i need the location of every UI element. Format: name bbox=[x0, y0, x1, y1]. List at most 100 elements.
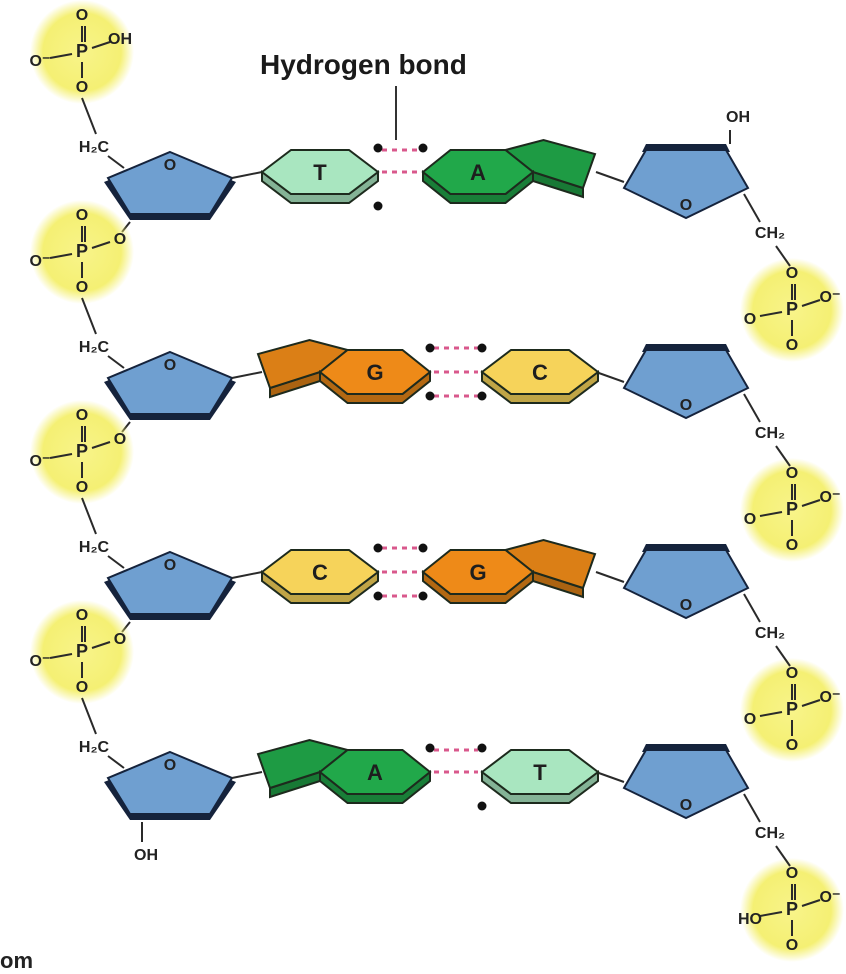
base-pair-3-atom-dot-1 bbox=[425, 743, 435, 753]
base-pair-0-right-base-A bbox=[421, 138, 597, 204]
base-pair-2-atom-dot-3 bbox=[373, 591, 383, 601]
left-deoxyribose-1-ring bbox=[106, 350, 234, 415]
phosphate-group-right-2-right-oxygen: O⁻ bbox=[820, 689, 841, 706]
right-3prime-hydroxyl: OH bbox=[726, 109, 750, 126]
left-deoxyribose-1 bbox=[104, 350, 236, 420]
left-phosphodiester-link-1 bbox=[81, 297, 97, 335]
phosphate-group-left-1-double-bond-oxygen: O bbox=[76, 207, 88, 224]
phosphate-group-left-2 bbox=[30, 400, 134, 504]
left-h2c-label-2: H₂C bbox=[79, 539, 110, 556]
phosphate-group-right-3-left-bond bbox=[759, 911, 783, 917]
phosphate-group-right-1-left-bond bbox=[759, 511, 783, 517]
phosphate-group-right-3-left-oxygen: HO bbox=[738, 911, 762, 928]
base-pair-2-atom-dot-4 bbox=[418, 591, 428, 601]
right-phosphodiester-link-0 bbox=[775, 245, 791, 267]
base-pair-2-atom-dot-1 bbox=[373, 543, 383, 553]
base-pair-0-left-base-T-face bbox=[260, 149, 380, 195]
phosphate-group-left-3-left-oxygen: O⁻ bbox=[30, 653, 51, 670]
phosphate-group-left-1-phosphorus: P bbox=[76, 241, 88, 261]
left-sugar-ring-oxygen-0: O bbox=[164, 157, 176, 174]
base-pair-0-atom-dot-3 bbox=[373, 201, 383, 211]
left-deoxyribose-0-ring bbox=[106, 150, 234, 215]
right-ch2-label-1: CH₂ bbox=[755, 425, 785, 442]
phosphate-group-right-2-phosphorus: P bbox=[786, 699, 798, 719]
right-deoxyribose-0 bbox=[622, 144, 750, 220]
base-pair-1-right-glycosidic-bond bbox=[595, 371, 625, 383]
phosphate-group-right-3-right-bond bbox=[801, 899, 821, 907]
phosphate-group-left-2-ester-oxygen: O bbox=[76, 479, 88, 496]
phosphate-group-right-3 bbox=[740, 858, 844, 962]
base-pair-2-left-glycosidic-bond bbox=[231, 571, 263, 579]
phosphate-group-left-1-right-bond bbox=[91, 241, 111, 249]
phosphate-group-left-2-left-oxygen: O⁻ bbox=[30, 453, 51, 470]
base-pair-2-atom-dot-2 bbox=[418, 543, 428, 553]
left-c5-bond-2 bbox=[107, 555, 125, 569]
right-ch2-label-0: CH₂ bbox=[755, 225, 785, 242]
base-pair-1-right-base-C bbox=[480, 349, 600, 404]
phosphate-group-left-1-left-bond bbox=[49, 253, 73, 259]
phosphate-group-left-3-left-bond bbox=[49, 653, 73, 659]
phosphate-group-right-3-ester-oxygen: O bbox=[786, 937, 798, 954]
phosphate-group-left-0-right-bond bbox=[91, 41, 111, 49]
right-deoxyribose-3-ring bbox=[622, 749, 750, 820]
right-sugar-ring-oxygen-2: O bbox=[680, 597, 692, 614]
left-3prime-hydroxyl: OH bbox=[134, 847, 158, 864]
left-h2c-label-3: H₂C bbox=[79, 739, 110, 756]
phosphate-group-right-1-left-oxygen: O bbox=[744, 511, 756, 528]
phosphate-group-left-2-double-bond-oxygen: O bbox=[76, 407, 88, 424]
right-deoxyribose-1 bbox=[622, 344, 750, 420]
base-pair-1-atom-dot-3 bbox=[425, 391, 435, 401]
base-pair-3-left-base-A-hexagon bbox=[318, 749, 432, 795]
right-c5-bond-2 bbox=[743, 593, 761, 623]
phosphate-group-right-1-double-bond-oxygen: O bbox=[786, 465, 798, 482]
phosphate-group-right-1-ester-oxygen: O bbox=[786, 537, 798, 554]
phosphate-group-right-2-left-bond bbox=[759, 711, 783, 717]
phosphate-group-right-1 bbox=[740, 458, 844, 562]
right-c5-bond-0 bbox=[743, 193, 761, 223]
phosphate-group-right-3-double-bond-oxygen: O bbox=[786, 865, 798, 882]
base-pair-2-left-base-C bbox=[260, 549, 380, 604]
right-sugar-ring-oxygen-1: O bbox=[680, 397, 692, 414]
phosphate-group-right-2-double-bond-oxygen: O bbox=[786, 665, 798, 682]
base-pair-0-left-base-T bbox=[260, 149, 380, 204]
phosphate-group-left-0-right-oxygen: OH bbox=[108, 31, 132, 48]
phosphate-group-left-0-phosphorus: P bbox=[76, 41, 88, 61]
base-pair-3-atom-dot-2 bbox=[477, 743, 487, 753]
left-h2c-label-0: H₂C bbox=[79, 139, 110, 156]
right-sugar-ring-oxygen-3: O bbox=[680, 797, 692, 814]
right-deoxyribose-2-ring bbox=[622, 549, 750, 620]
base-pair-3-right-glycosidic-bond bbox=[595, 771, 625, 783]
base-pair-1-atom-dot-2 bbox=[477, 343, 487, 353]
left-deoxyribose-3-ring bbox=[106, 750, 234, 815]
phosphate-group-right-3-right-oxygen: O⁻ bbox=[820, 889, 841, 906]
phosphate-group-left-0-ester-oxygen: O bbox=[76, 79, 88, 96]
phosphate-group-right-0-right-bond bbox=[801, 299, 821, 307]
base-pair-3-right-base-T-face bbox=[480, 749, 600, 795]
base-pair-2-left-base-C-face bbox=[260, 549, 380, 595]
phosphate-group-left-2-right-oxygen: O bbox=[114, 431, 126, 448]
base-pair-2-left-letter: C bbox=[312, 560, 328, 585]
base-pair-3-left-letter: A bbox=[367, 760, 383, 785]
base-pair-1-right-base-C-face bbox=[480, 349, 600, 395]
base-pair-1-left-glycosidic-bond bbox=[231, 371, 263, 379]
phosphate-group-left-1-left-oxygen: O⁻ bbox=[30, 253, 51, 270]
left-c5-bond-0 bbox=[107, 155, 125, 169]
diagram-title: Hydrogen bond bbox=[260, 49, 467, 80]
base-pair-2-right-base-G bbox=[421, 538, 597, 604]
base-pair-1-left-base-G bbox=[256, 338, 432, 404]
phosphate-group-right-0-right-oxygen: O⁻ bbox=[820, 289, 841, 306]
phosphate-group-left-3-double-bond-oxygen: O bbox=[76, 607, 88, 624]
phosphate-group-left-1 bbox=[30, 200, 134, 304]
left-sugar-ring-oxygen-3: O bbox=[164, 757, 176, 774]
phosphate-group-right-0-left-oxygen: O bbox=[744, 311, 756, 328]
right-phosphodiester-link-3 bbox=[775, 845, 791, 867]
phosphate-group-right-2-left-oxygen: O bbox=[744, 711, 756, 728]
phosphate-group-right-1-phosphorus: P bbox=[786, 499, 798, 519]
right-deoxyribose-2 bbox=[622, 544, 750, 620]
phosphate-group-right-0-double-bond-oxygen: O bbox=[786, 265, 798, 282]
right-ch2-label-3: CH₂ bbox=[755, 825, 785, 842]
base-pair-3-right-base-T bbox=[480, 749, 600, 804]
base-pair-3-right-letter: T bbox=[533, 760, 547, 785]
left-c5-bond-3 bbox=[107, 755, 125, 769]
